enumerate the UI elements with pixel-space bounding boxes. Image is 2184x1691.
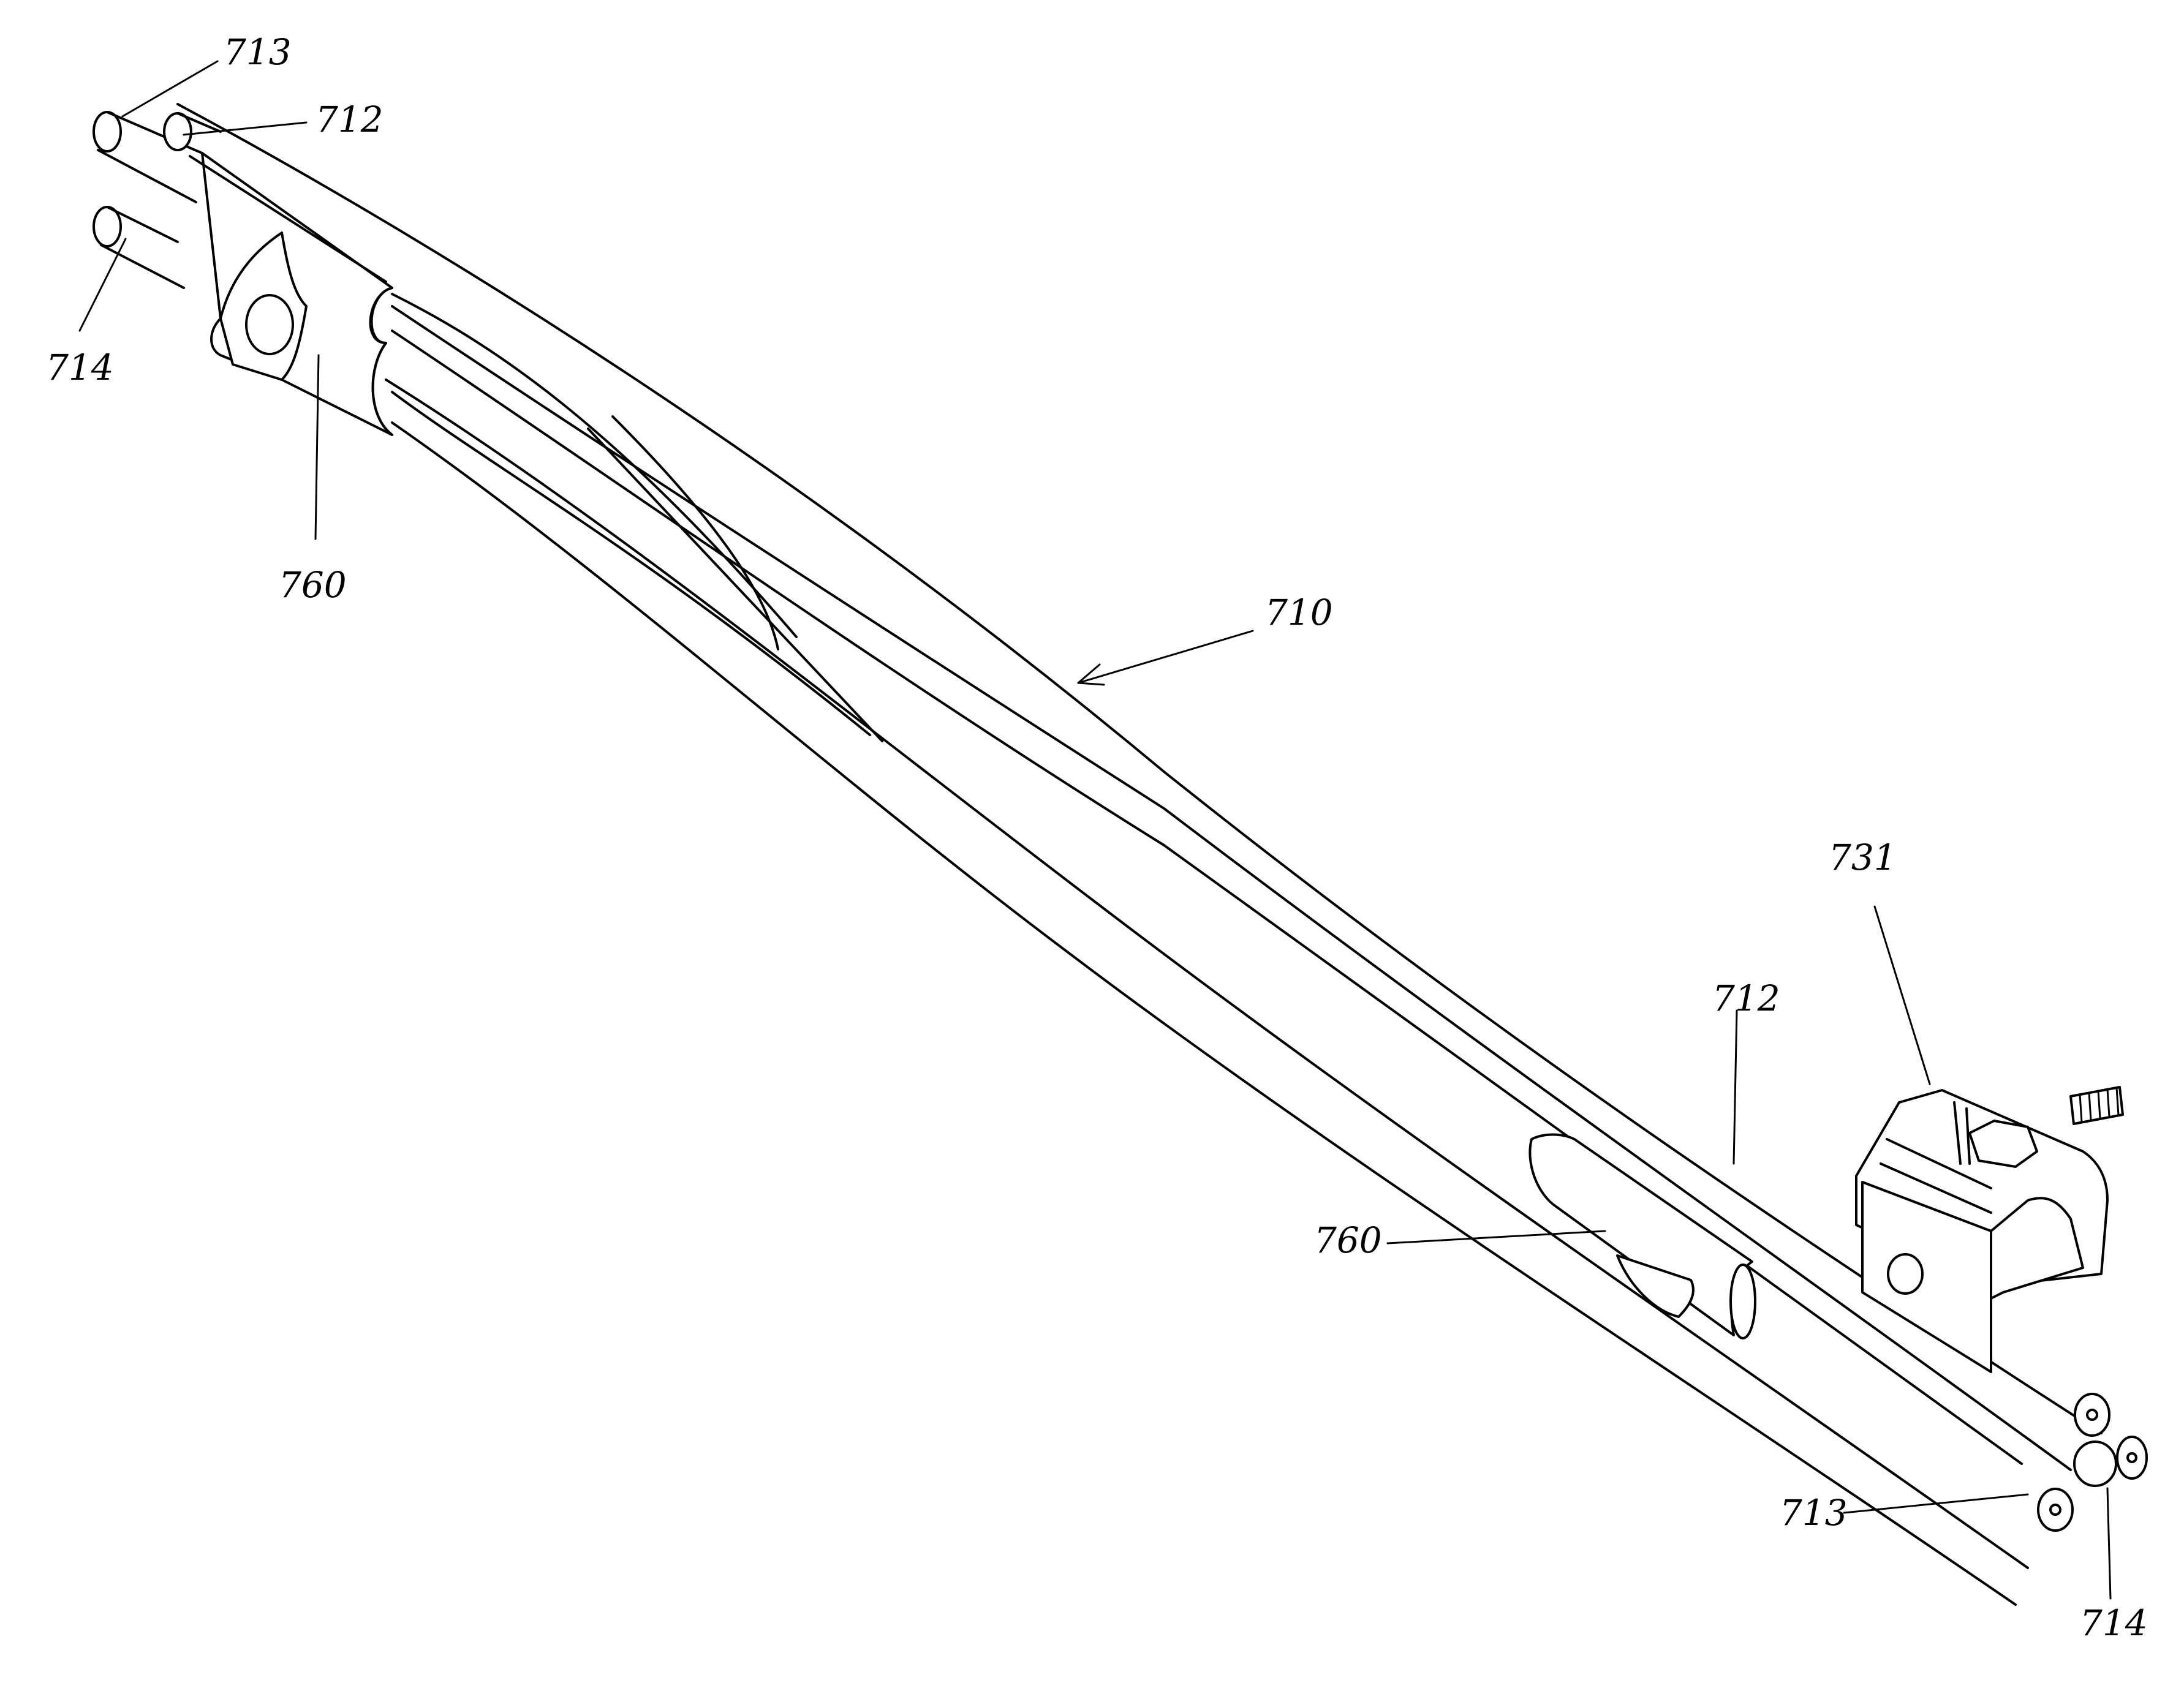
cable-end-right-center bbox=[2074, 1442, 2116, 1486]
bundle-mid-strand bbox=[392, 331, 2022, 1464]
bundle-twist-strand bbox=[588, 429, 882, 741]
right-cable-ends bbox=[2038, 1394, 2147, 1531]
bracket bbox=[1856, 1087, 2123, 1372]
cable-end-right-side bbox=[2117, 1437, 2147, 1478]
label-714-left: 714 bbox=[46, 347, 114, 388]
cable-712-left-end bbox=[164, 113, 191, 150]
label-760-right: 760 bbox=[1314, 1219, 1382, 1261]
label-714-right: 714 bbox=[2080, 1602, 2148, 1644]
spacer-left-hole bbox=[246, 295, 293, 354]
label-760-left: 760 bbox=[279, 564, 347, 606]
cable-end-right-upper bbox=[2075, 1394, 2109, 1436]
leader-710 bbox=[1078, 631, 1253, 683]
left-strand-lower bbox=[392, 392, 870, 735]
bracket-bolt bbox=[2071, 1087, 2123, 1124]
bracket-hole bbox=[1888, 1254, 1922, 1294]
cable-713-left-end bbox=[94, 112, 121, 151]
bundle-upper-inner-edge bbox=[392, 306, 2071, 1470]
cable-bundle bbox=[178, 104, 2101, 1605]
label-712-right: 712 bbox=[1712, 977, 1780, 1019]
leader-713-left bbox=[123, 61, 217, 116]
label-710: 710 bbox=[1265, 592, 1333, 633]
label-713-right: 713 bbox=[1780, 1492, 1848, 1534]
leader-712-right bbox=[1734, 1011, 1737, 1164]
cable-end-right-lower bbox=[2038, 1489, 2073, 1531]
spacer-right-cable-exit bbox=[1731, 1265, 1755, 1338]
leader-760-right bbox=[1388, 1231, 1605, 1243]
spacer-right-body bbox=[1530, 1135, 1752, 1336]
label-731: 731 bbox=[1829, 837, 1897, 878]
bundle-lower-strand bbox=[386, 380, 2028, 1568]
left-cable-ends bbox=[94, 112, 221, 288]
leader-714-right bbox=[2107, 1488, 2110, 1599]
leader-731 bbox=[1875, 906, 1930, 1084]
leader-714-left bbox=[80, 239, 126, 331]
spacer-left bbox=[190, 153, 392, 435]
bracket-nut bbox=[1970, 1121, 2037, 1167]
bundle-twist-strand-2 bbox=[613, 416, 778, 649]
label-713-left: 713 bbox=[224, 31, 292, 73]
leader-713-right bbox=[1844, 1494, 2028, 1513]
label-712-left: 712 bbox=[316, 99, 384, 140]
spacer-right bbox=[1530, 1135, 1755, 1339]
bundle-upper-edge bbox=[178, 104, 2101, 1433]
